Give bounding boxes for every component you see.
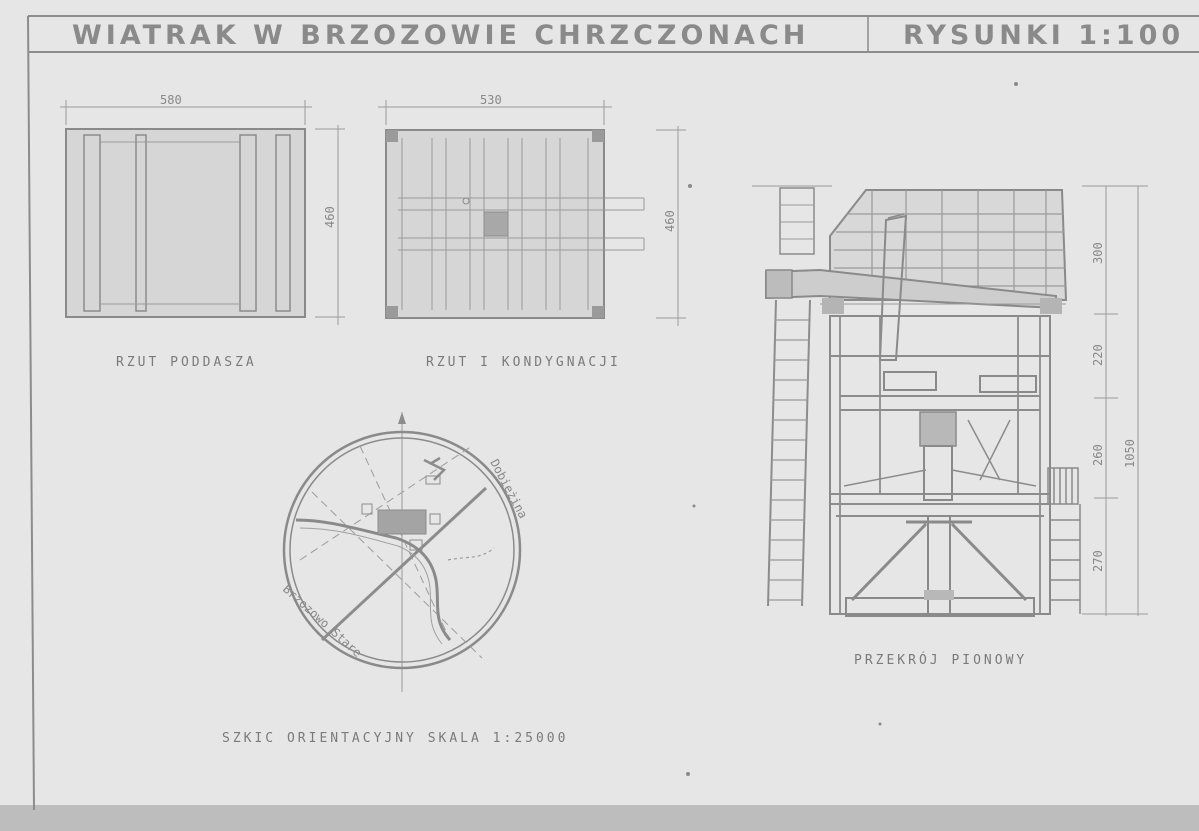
- attic-depth-dimension: 460: [323, 206, 337, 228]
- floor-plan-caption: RZUT I KONDYGNACJI: [426, 355, 621, 370]
- attic-plan-caption: RZUT PODDASZA: [116, 355, 257, 370]
- sheet-frame: [27, 15, 1199, 811]
- section-total-height: 1050: [1123, 439, 1137, 468]
- attic-width-dimension: 580: [160, 93, 182, 107]
- brake-wheel-post: [878, 214, 908, 361]
- attic-plan: 580 460 RZUT PODDASZA: [60, 93, 345, 370]
- floor-depth-dimension: 460: [663, 210, 677, 232]
- ladder: [769, 319, 809, 601]
- north-arrow-icon: [398, 412, 406, 424]
- section-height-300: 300: [1091, 242, 1105, 264]
- drawing-title: WIATRAK W BRZOZOWIE CHRZCZONACH: [72, 20, 809, 51]
- section-height-220: 220: [1091, 344, 1105, 366]
- section-caption: PRZEKRÓJ PIONOWY: [854, 652, 1027, 668]
- bottom-shadow: [0, 805, 1199, 831]
- section-height-260: 260: [1091, 444, 1105, 466]
- floor-beams: [830, 355, 1050, 517]
- millstone: [883, 371, 937, 391]
- roof-framing: [834, 190, 1066, 300]
- entrance-stairs: [1047, 467, 1081, 614]
- main-post: [923, 445, 953, 501]
- section-height-270: 270: [1091, 550, 1105, 572]
- floor-width-dimension: 530: [480, 93, 502, 107]
- map-caption: SZKIC ORIENTACYJNY SKALA 1:25000: [222, 731, 568, 746]
- floor-plan: 530 460 RZUT I KONDYGNACJI: [378, 93, 686, 370]
- vertical-section: 300 220 260 270 1050 PRZEKRÓJ PIONOWY: [752, 185, 1148, 668]
- drawing-scale-title: RYSUNKI 1:100: [903, 20, 1184, 51]
- windmill-symbol-icon: [423, 456, 447, 481]
